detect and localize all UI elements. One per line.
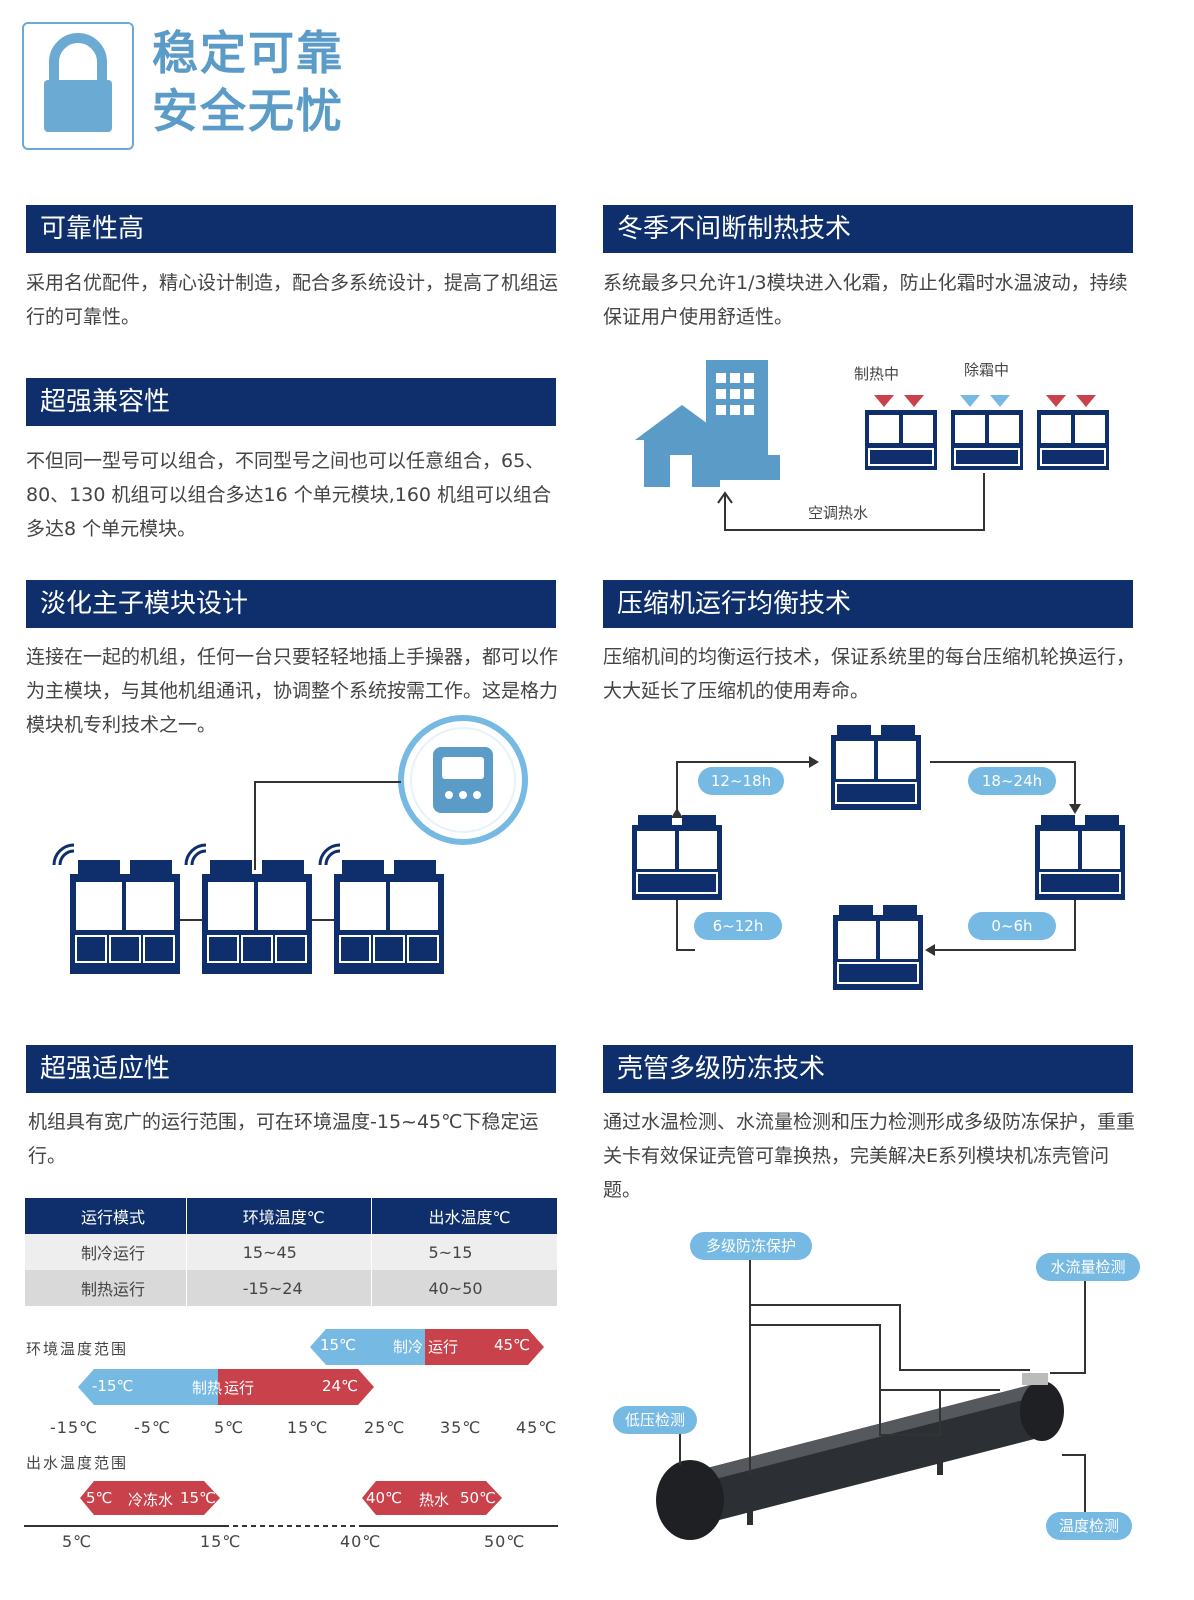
water-tick: 50℃: [484, 1532, 526, 1551]
env-tick: 45℃: [516, 1418, 558, 1437]
cool-high: 45℃: [494, 1336, 530, 1354]
label-heating: 制热中: [854, 365, 899, 383]
tag-flow-detect: 水流量检测: [1036, 1253, 1140, 1281]
chill-low: 5℃: [86, 1489, 113, 1507]
hot-high: 50℃: [460, 1489, 496, 1507]
controller-icon: [433, 747, 493, 813]
chiller-unit-heat-2: [1037, 410, 1109, 470]
water-axis-line: [24, 1525, 558, 1527]
section-text-winter: 系统最多只允许1/3模块进入化霜，防止化霜时水温波动，持续保证用户使用舒适性。: [603, 272, 1128, 328]
section-title-adapt: 超强适应性: [26, 1045, 556, 1093]
compressor-rotation-diagram: [632, 725, 1125, 990]
section-title-master: 淡化主子模块设计: [26, 580, 556, 628]
cooling-range-arrow: [310, 1329, 544, 1365]
time-pill-6-12: 6~12h: [694, 912, 782, 940]
water-tick: 5℃: [62, 1532, 93, 1551]
operating-range-table: 运行模式 环境温度℃ 出水温度℃ 制冷运行 15~45 5~15 制热运行 -1…: [25, 1198, 557, 1306]
water-range-label: 出水温度范围: [26, 1454, 129, 1472]
tag-temp-detect: 温度检测: [1046, 1512, 1132, 1540]
tag-multi-protection: 多级防冻保护: [690, 1232, 812, 1260]
water-tick: 15℃: [200, 1532, 242, 1551]
hot-label: 热水: [419, 1491, 450, 1509]
table-cell: 40~50: [371, 1270, 557, 1306]
env-tick: -15℃: [50, 1418, 99, 1437]
controller-ring: [398, 715, 528, 845]
chilled-water-arrow: [80, 1481, 220, 1515]
env-tick: 5℃: [214, 1418, 245, 1437]
table-row: 制热运行 -15~24 40~50: [25, 1270, 557, 1306]
lock-icon: [44, 33, 112, 132]
section-text-adapt: 机组具有宽广的运行范围，可在环境温度-15~45℃下稳定运行。: [28, 1111, 539, 1167]
section-text-reliability: 采用名优配件，精心设计制造，配合多系统设计，提高了机组运行的可靠性。: [26, 272, 559, 328]
page-title: 稳定可靠 安全无忧: [152, 24, 344, 140]
tag-low-pressure: 低压检测: [613, 1406, 697, 1434]
table-cell: 制热运行: [25, 1270, 187, 1306]
chiller-unit-3: [334, 860, 444, 974]
table-header-cell: 运行模式: [25, 1198, 187, 1234]
hot-water-arrow: [362, 1481, 502, 1515]
section-text-master: 连接在一起的机组，任何一台只要轻轻地插上手操器，都可以作为主模块，与其他机组通讯…: [26, 646, 559, 736]
time-pill-18-24: 18~24h: [968, 767, 1056, 795]
section-text-compat: 不但同一型号可以组合，不同型号之间也可以任意组合，65、80、130 机组可以组…: [26, 450, 552, 540]
table-cell: 制冷运行: [25, 1234, 187, 1270]
table-header-row: 运行模式 环境温度℃ 出水温度℃: [25, 1198, 557, 1234]
cool-label-b: 运行: [428, 1338, 459, 1356]
env-tick: 25℃: [364, 1418, 406, 1437]
wifi-icon: [52, 843, 341, 866]
title-line-2: 安全无忧: [152, 84, 344, 138]
chiller-unit-left: [632, 815, 722, 900]
table-cell: 5~15: [371, 1234, 557, 1270]
chiller-unit-defrost: [951, 410, 1023, 470]
winter-heating-diagram: 制热中 除霜中 空调热水: [635, 360, 1109, 531]
label-defrost: 除霜中: [964, 361, 1009, 379]
cool-low: 15℃: [320, 1336, 356, 1354]
heat-low: -15℃: [92, 1377, 134, 1395]
table-header-cell: 出水温度℃: [371, 1198, 557, 1234]
section-text-compressor: 压缩机间的均衡运行技术，保证系统里的每台压缩机轮换运行，大大延长了压缩机的使用寿…: [603, 646, 1136, 702]
chill-label: 冷冻水: [128, 1491, 174, 1509]
section-title-antifreeze: 壳管多级防冻技术: [603, 1045, 1133, 1093]
chiller-unit-heat-1: [865, 410, 937, 470]
time-pill-0-6: 0~6h: [968, 912, 1056, 940]
section-title-winter: 冬季不间断制热技术: [603, 205, 1133, 253]
time-pill-12-18: 12~18h: [698, 767, 784, 795]
table-row: 制冷运行 15~45 5~15: [25, 1234, 557, 1270]
heat-high: 24℃: [322, 1377, 358, 1395]
section-title-reliability: 可靠性高: [26, 205, 556, 253]
shell-tube-diagram: [656, 1248, 1086, 1540]
label-hot-water: 空调热水: [808, 504, 868, 522]
chiller-unit-right: [1035, 815, 1125, 900]
hot-low: 40℃: [366, 1489, 402, 1507]
heat-label-b: 运行: [224, 1379, 255, 1397]
chiller-unit-top: [831, 725, 921, 810]
chiller-unit-2: [202, 860, 312, 974]
heat-label-a: 制热: [192, 1379, 223, 1397]
heating-range-arrow: [78, 1369, 374, 1405]
master-module-diagram: [52, 715, 528, 974]
table-header-cell: 环境温度℃: [185, 1198, 372, 1234]
env-range-label: 环境温度范围: [26, 1340, 129, 1358]
building-icon: [635, 360, 780, 487]
lock-icon-box: [22, 22, 134, 150]
water-tick: 40℃: [340, 1532, 382, 1551]
table-cell: 15~45: [185, 1234, 372, 1270]
chiller-unit-1: [70, 860, 180, 974]
chill-high: 15℃: [180, 1489, 216, 1507]
section-title-compressor: 压缩机运行均衡技术: [603, 580, 1133, 628]
shell-tube-exchanger: [656, 1373, 1064, 1540]
title-line-1: 稳定可靠: [152, 26, 344, 80]
section-title-compat: 超强兼容性: [26, 378, 556, 426]
env-tick: -5℃: [134, 1418, 171, 1437]
cool-label-a: 制冷: [393, 1338, 424, 1356]
chiller-unit-bottom: [833, 905, 923, 990]
env-tick: 35℃: [440, 1418, 482, 1437]
env-tick: 15℃: [287, 1418, 329, 1437]
section-text-antifreeze: 通过水温检测、水流量检测和压力检测形成多级防冻保护，重重关卡有效保证壳管可靠换热…: [603, 1111, 1136, 1201]
table-cell: -15~24: [185, 1270, 372, 1306]
